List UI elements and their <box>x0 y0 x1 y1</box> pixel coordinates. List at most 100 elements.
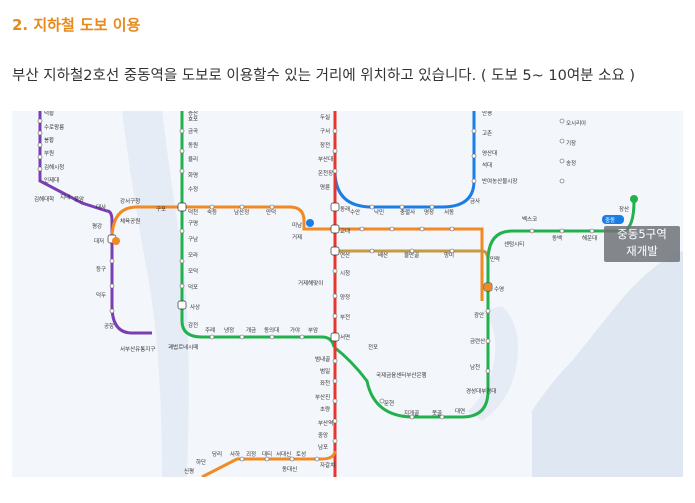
svg-text:명륜: 명륜 <box>320 184 330 191</box>
svg-text:고촌: 고촌 <box>482 129 492 137</box>
svg-text:대연: 대연 <box>455 407 465 415</box>
svg-text:율리: 율리 <box>188 155 198 163</box>
river-area <box>122 111 189 477</box>
station-deokcheon[interactable] <box>177 202 187 212</box>
svg-text:벡스코: 벡스코 <box>522 215 537 223</box>
svg-text:온천장: 온천장 <box>318 169 333 177</box>
svg-text:대티: 대티 <box>262 450 272 458</box>
transfer-mark-suyeong <box>484 283 492 291</box>
svg-text:전포: 전포 <box>368 343 378 351</box>
svg-text:부산진: 부산진 <box>315 393 330 401</box>
svg-text:감전: 감전 <box>188 321 198 329</box>
svg-text:주례: 주례 <box>205 326 215 334</box>
svg-text:냉정: 냉정 <box>224 326 234 334</box>
svg-text:국제금융센터부산은행: 국제금융센터부산은행 <box>376 371 427 379</box>
subway-map: 덕황 수로왕릉 봉황 부원 김해시청 인제대 김해대학 지내 불암 대사 평강 … <box>12 111 683 477</box>
svg-text:김해대학: 김해대학 <box>34 195 54 203</box>
svg-text:거제: 거제 <box>292 233 302 241</box>
station-dongnae[interactable] <box>330 202 340 212</box>
svg-text:해운대: 해운대 <box>582 234 597 242</box>
svg-text:낙민: 낙민 <box>374 208 384 216</box>
svg-text:오시리아: 오시리아 <box>566 119 586 127</box>
svg-text:체육공원: 체육공원 <box>120 217 140 225</box>
svg-text:남포: 남포 <box>318 443 328 451</box>
svg-text:덕두: 덕두 <box>96 292 106 299</box>
svg-text:덕황: 덕황 <box>44 111 54 117</box>
svg-text:수정: 수정 <box>188 186 198 193</box>
svg-text:등구: 등구 <box>96 266 106 273</box>
station-gyodae[interactable] <box>330 224 340 234</box>
jungdong-highlight[interactable] <box>602 215 624 224</box>
section-heading: 2. 지하철 도보 이용 <box>12 16 141 34</box>
svg-text:구명: 구명 <box>188 220 198 227</box>
station-labels: 덕황 수로왕릉 봉황 부원 김해시청 인제대 김해대학 지내 불암 대사 평강 … <box>34 111 629 475</box>
svg-text:신평: 신평 <box>184 467 194 475</box>
svg-text:경성대부경대: 경성대부경대 <box>466 387 496 395</box>
svg-text:사하: 사하 <box>230 450 240 458</box>
svg-text:두실: 두실 <box>320 113 330 121</box>
svg-text:연산: 연산 <box>340 251 350 259</box>
svg-text:수안: 수안 <box>350 209 360 216</box>
svg-text:동원: 동원 <box>188 141 198 149</box>
station-yeonsan[interactable] <box>330 246 340 256</box>
svg-text:봉황: 봉황 <box>44 136 54 144</box>
svg-text:평강: 평강 <box>92 223 102 230</box>
svg-text:인제대: 인제대 <box>44 176 59 184</box>
svg-text:교대: 교대 <box>340 227 350 235</box>
svg-text:중앙: 중앙 <box>318 431 328 439</box>
svg-text:반여농산물시장: 반여농산물시장 <box>482 177 517 185</box>
svg-text:지게골: 지게골 <box>404 409 419 417</box>
svg-text:남산정: 남산정 <box>234 208 249 216</box>
svg-text:서부산유통지구: 서부산유통지구 <box>120 345 155 353</box>
svg-text:부산역: 부산역 <box>318 419 333 427</box>
subway-map-svg: 덕황 수로왕릉 봉황 부원 김해시청 인제대 김해대학 지내 불암 대사 평강 … <box>34 111 683 477</box>
svg-text:금곡: 금곡 <box>188 128 198 135</box>
station-jangsan[interactable] <box>630 195 638 203</box>
svg-text:증산: 증산 <box>188 111 198 117</box>
station-sasang[interactable] <box>177 300 187 310</box>
annotation-line1: 중동5구역 <box>617 227 667 241</box>
svg-text:괘법르네시떼: 괘법르네시떼 <box>168 343 198 351</box>
svg-text:자갈치: 자갈치 <box>320 461 335 469</box>
svg-text:덕천: 덕천 <box>188 208 198 216</box>
line1-orange <box>110 205 484 301</box>
transfer-mark-3 <box>112 237 120 245</box>
svg-text:동래: 동래 <box>340 205 350 213</box>
svg-text:부전: 부전 <box>340 313 350 321</box>
svg-text:거제해맞이: 거제해맞이 <box>298 279 323 287</box>
svg-text:당리: 당리 <box>212 450 222 458</box>
svg-text:망미: 망미 <box>444 251 454 259</box>
svg-text:수로왕릉: 수로왕릉 <box>44 123 64 131</box>
svg-text:금련산: 금련산 <box>470 337 485 345</box>
svg-text:화명: 화명 <box>188 172 198 179</box>
svg-text:대사: 대사 <box>96 203 106 211</box>
svg-text:배산: 배산 <box>378 251 388 259</box>
line2-green-left <box>180 111 336 348</box>
svg-text:범내골: 범내골 <box>315 355 330 363</box>
svg-text:덕포: 덕포 <box>188 284 198 291</box>
purple-line <box>38 111 152 335</box>
svg-text:숙등: 숙등 <box>207 208 217 216</box>
svg-text:하단: 하단 <box>196 458 206 466</box>
svg-text:부암: 부암 <box>308 326 318 334</box>
svg-text:서면: 서면 <box>340 333 350 341</box>
svg-text:동백: 동백 <box>552 234 562 242</box>
svg-text:못골: 못골 <box>432 410 442 417</box>
svg-text:양정: 양정 <box>340 293 350 301</box>
transfer-mark-4 <box>306 219 314 227</box>
svg-text:민락: 민락 <box>490 255 500 263</box>
station-dots <box>37 118 595 462</box>
svg-text:범일: 범일 <box>320 367 330 375</box>
svg-text:공항: 공항 <box>104 322 114 330</box>
svg-text:장산: 장산 <box>619 205 629 213</box>
line1-orange-bottom <box>201 450 337 477</box>
svg-text:서동: 서동 <box>444 208 454 216</box>
svg-text:구서: 구서 <box>320 127 330 135</box>
svg-text:만덕: 만덕 <box>266 208 276 216</box>
station-seomyeon[interactable] <box>330 332 340 342</box>
redevelopment-annotation: 중동5구역 재개발 <box>604 226 680 262</box>
svg-text:미남: 미남 <box>292 221 302 229</box>
svg-text:동대신: 동대신 <box>282 465 297 473</box>
line4-blue <box>333 111 476 209</box>
svg-text:토성: 토성 <box>296 450 306 458</box>
